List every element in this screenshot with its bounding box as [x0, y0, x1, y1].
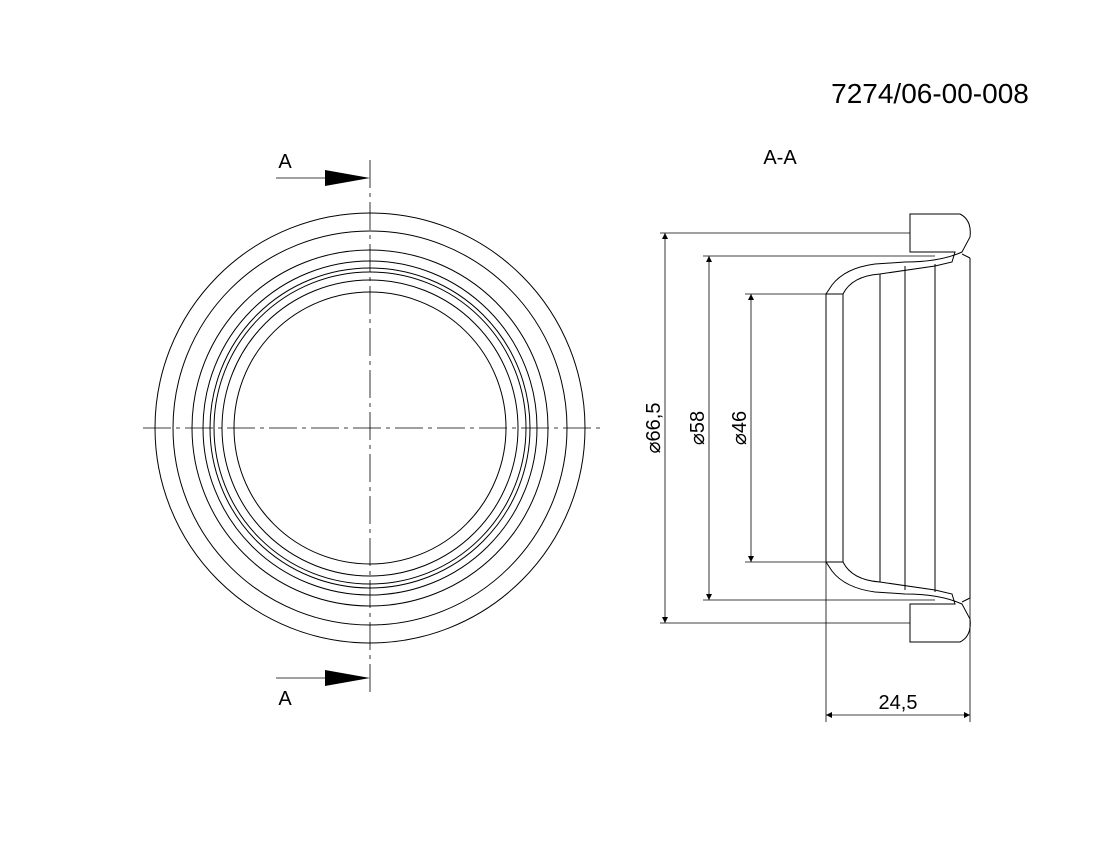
section-title: A-A	[763, 147, 797, 169]
diameter-symbol: ⌀	[687, 433, 709, 445]
dim-inner-diameter: ⌀46	[729, 411, 751, 445]
dim-outer-diameter: ⌀66,5	[643, 403, 665, 454]
section-arrow-bottom-head	[325, 670, 370, 686]
top-hatched-section	[825, 213, 971, 295]
section-view: ⌀66,5 ⌀58 ⌀46 24,5	[643, 213, 971, 722]
dim-inner-diameter-value: 46	[729, 411, 751, 433]
dim-mid-diameter-value: 58	[687, 411, 709, 433]
diameter-symbol: ⌀	[729, 433, 751, 445]
bottom-hatched-section	[825, 561, 971, 643]
section-arrow-top-head	[325, 170, 370, 186]
right-edge-top	[961, 253, 971, 259]
drawing-number: 7274/06-00-008	[831, 78, 1029, 109]
section-marker-top: A	[278, 151, 292, 173]
diameter-symbol: ⌀	[643, 441, 665, 453]
dim-outer-diameter-value: 66,5	[643, 403, 665, 442]
right-edge-bottom	[961, 597, 971, 603]
front-view: A A	[143, 151, 600, 710]
section-marker-bottom: A	[278, 688, 292, 710]
dim-mid-diameter: ⌀58	[687, 411, 709, 445]
dim-length: 24,5	[879, 692, 918, 714]
